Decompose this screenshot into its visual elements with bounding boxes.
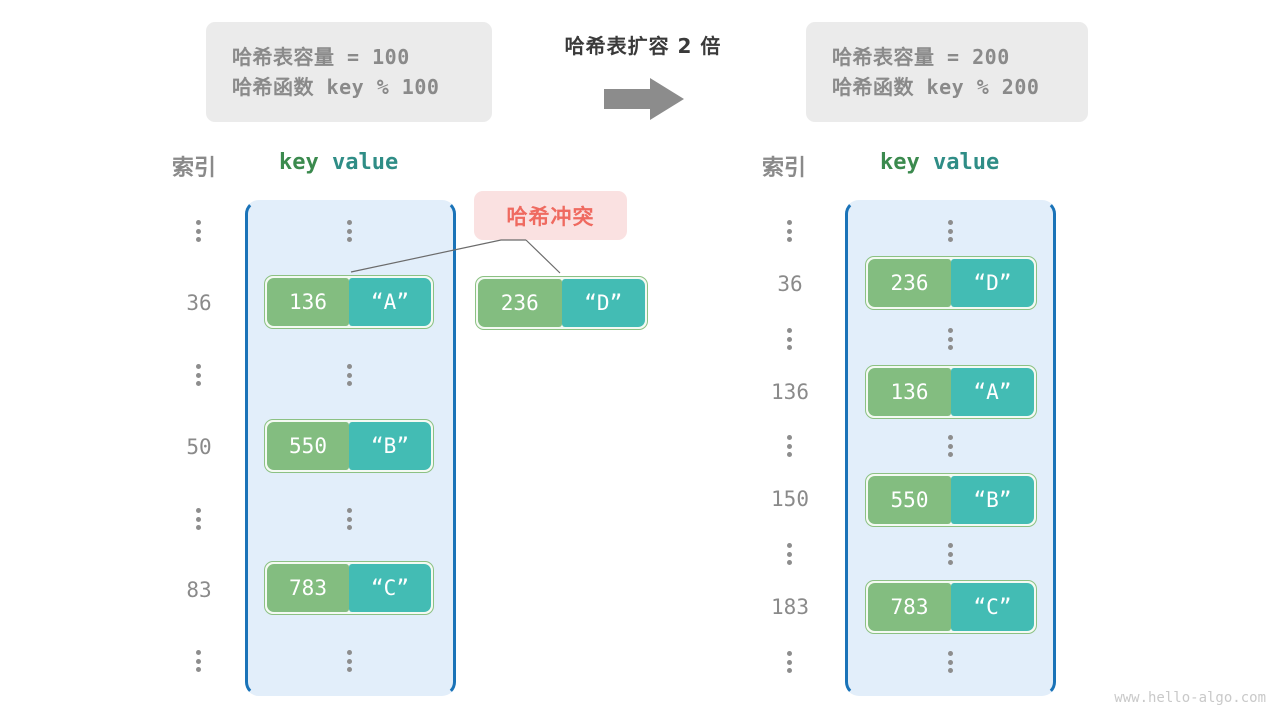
after-index-ellipsis-2 (787, 435, 792, 457)
after-entry-136-key: 136 (868, 368, 951, 416)
after-index-ellipsis-3 (787, 543, 792, 565)
after-entry-550-key: 550 (868, 476, 951, 524)
after-entry-783: 783 “C” (865, 580, 1037, 634)
before-index-ellipsis-1 (196, 364, 201, 386)
before-index-ellipsis-0 (196, 220, 201, 242)
after-index-183: 183 (771, 595, 809, 619)
before-entry-136-value: “A” (349, 278, 431, 326)
after-entry-236: 236 “D” (865, 256, 1037, 310)
after-entry-550: 550 “B” (865, 473, 1037, 527)
after-info-box: 哈希表容量 = 200 哈希函数 key % 200 (806, 22, 1088, 122)
after-row-ellipsis-2 (948, 435, 953, 457)
before-entry-550-value: “B” (349, 422, 431, 470)
before-row-ellipsis-2 (347, 508, 352, 530)
after-entry-236-key: 236 (868, 259, 951, 307)
before-value-header: value (332, 150, 399, 175)
after-entry-136-value: “A” (951, 368, 1034, 416)
after-row-ellipsis-1 (948, 328, 953, 350)
after-index-150: 150 (771, 487, 809, 511)
before-index-header: 索引 (172, 156, 217, 181)
before-row-ellipsis-1 (347, 364, 352, 386)
before-index-36: 36 (186, 291, 212, 315)
after-index-ellipsis-1 (787, 328, 792, 350)
before-index-83: 83 (186, 578, 212, 602)
after-capacity-line: 哈希表容量 = 200 (832, 45, 1010, 69)
before-info-box: 哈希表容量 = 100 哈希函数 key % 100 (206, 22, 492, 122)
before-entry-550-key: 550 (267, 422, 349, 470)
before-entry-783-key: 783 (267, 564, 349, 612)
before-entry-783-value: “C” (349, 564, 431, 612)
after-row-ellipsis-0 (948, 220, 953, 242)
before-entry-783: 783 “C” (264, 561, 434, 615)
before-key-header: key (279, 150, 319, 175)
before-index-ellipsis-3 (196, 650, 201, 672)
after-kv-header: key value (880, 150, 999, 175)
after-entry-136: 136 “A” (865, 365, 1037, 419)
before-entry-550: 550 “B” (264, 419, 434, 473)
after-entry-550-value: “B” (951, 476, 1034, 524)
after-index-ellipsis-4 (787, 651, 792, 673)
collision-entry-236-value: “D” (561, 279, 645, 327)
before-capacity-line: 哈希表容量 = 100 (232, 45, 410, 69)
after-row-ellipsis-3 (948, 543, 953, 565)
before-entry-136: 136 “A” (264, 275, 434, 329)
after-entry-783-key: 783 (868, 583, 951, 631)
after-index-36: 36 (777, 272, 803, 296)
after-index-header: 索引 (762, 156, 807, 181)
watermark: www.hello-algo.com (1114, 690, 1266, 706)
before-kv-header: key value (279, 150, 398, 175)
after-entry-236-value: “D” (951, 259, 1034, 307)
before-entry-136-key: 136 (267, 278, 349, 326)
after-function-line: 哈希函数 key % 200 (832, 75, 1040, 99)
collision-entry-236: 236 “D” (475, 276, 648, 330)
right-arrow-icon (604, 78, 684, 120)
before-index-ellipsis-2 (196, 508, 201, 530)
before-function-line: 哈希函数 key % 100 (232, 75, 440, 99)
after-entry-783-value: “C” (951, 583, 1034, 631)
before-index-50: 50 (186, 435, 212, 459)
after-value-header: value (933, 150, 1000, 175)
hash-collision-badge: 哈希冲突 (474, 191, 627, 240)
after-row-ellipsis-4 (948, 651, 953, 673)
collision-entry-236-key: 236 (478, 279, 562, 327)
before-row-ellipsis-0 (347, 220, 352, 242)
expand-title: 哈希表扩容 2 倍 (564, 34, 722, 58)
after-index-ellipsis-0 (787, 220, 792, 242)
after-index-136: 136 (771, 380, 809, 404)
before-row-ellipsis-3 (347, 650, 352, 672)
after-key-header: key (880, 150, 920, 175)
